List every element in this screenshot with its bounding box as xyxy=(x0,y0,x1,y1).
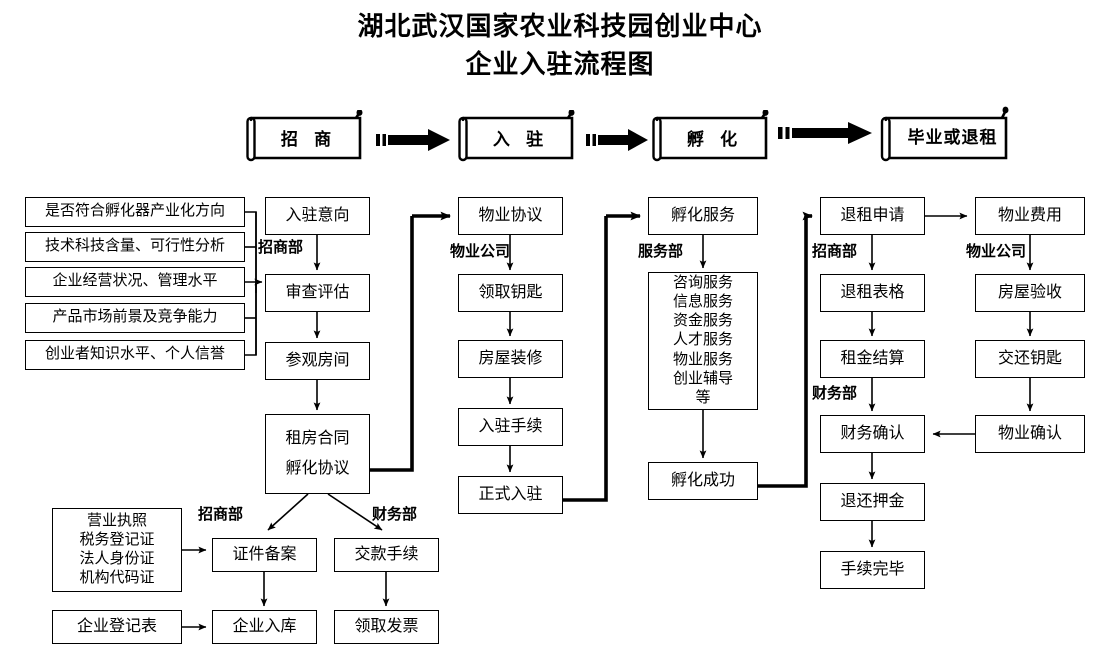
dept-label-service: 服务部 xyxy=(638,243,684,260)
service-item-3: 资金服务 xyxy=(672,313,733,330)
service-item-6: 创业辅导 xyxy=(672,370,733,387)
step-property-fee[interactable]: 物业费用 xyxy=(975,197,1085,235)
service-item-1: 咨询服务 xyxy=(672,274,733,291)
document-item-3: 法人身份证 xyxy=(79,551,155,567)
step-formalities-complete[interactable]: 手续完毕 xyxy=(820,551,925,589)
criteria-box-3[interactable]: 企业经营状况、管理水平 xyxy=(25,267,245,297)
step-visit-room[interactable]: 参观房间 xyxy=(265,342,370,380)
document-item-1: 营业执照 xyxy=(86,512,147,529)
incubation-services-list[interactable]: 咨询服务 信息服务 资金服务 人才服务 物业服务 创业辅导 等 xyxy=(648,272,758,410)
service-item-7: 等 xyxy=(695,389,711,406)
step-deposit-refund[interactable]: 退还押金 xyxy=(820,483,925,521)
dept-label-recruit-1: 招商部 xyxy=(258,239,304,256)
phase-banner-graduate[interactable]: 毕业或退租 xyxy=(876,106,1016,164)
step-enterprise-database[interactable]: 企业入库 xyxy=(212,610,317,644)
dept-label-finance-1: 财务部 xyxy=(812,385,858,402)
dept-label-property-2: 物业公司 xyxy=(966,243,1027,260)
dept-label-finance-2: 财务部 xyxy=(372,506,418,523)
step-payment-procedure[interactable]: 交款手续 xyxy=(334,538,439,572)
service-item-4: 人才服务 xyxy=(672,332,733,349)
step-entry-intent[interactable]: 入驻意向 xyxy=(265,197,370,235)
phase-banner-movein[interactable]: 入 驻 xyxy=(454,110,582,164)
criteria-box-1[interactable]: 是否符合孵化器产业化方向 xyxy=(25,197,245,227)
step-collect-invoice[interactable]: 领取发票 xyxy=(334,610,439,644)
service-item-2: 信息服务 xyxy=(672,294,733,311)
step-incubation-success[interactable]: 孵化成功 xyxy=(648,462,758,500)
dept-label-recruit-3: 招商部 xyxy=(198,506,244,523)
step-property-agreement[interactable]: 物业协议 xyxy=(458,197,563,235)
service-item-5: 物业服务 xyxy=(672,351,733,368)
step-property-confirm[interactable]: 物业确认 xyxy=(975,415,1085,453)
step-lease-and-incubation-agreement[interactable]: 租房合同 孵化协议 xyxy=(265,414,370,494)
criteria-box-4[interactable]: 产品市场前景及竞争能力 xyxy=(25,303,245,333)
dept-label-property-1: 物业公司 xyxy=(450,243,511,260)
step-moveout-application[interactable]: 退租申请 xyxy=(820,197,925,235)
phase-banner-recruit[interactable]: 招 商 xyxy=(242,110,370,164)
criteria-box-5[interactable]: 创业者知识水平、个人信誉 xyxy=(25,340,245,370)
dept-label-recruit-2: 招商部 xyxy=(812,243,858,260)
step-renovation[interactable]: 房屋装修 xyxy=(458,340,563,378)
criteria-box-2[interactable]: 技术科技含量、可行性分析 xyxy=(25,232,245,262)
step-review-assess[interactable]: 审查评估 xyxy=(265,274,370,312)
page-title-line2: 企业入驻流程图 xyxy=(465,50,655,79)
step-collect-keys[interactable]: 领取钥匙 xyxy=(458,274,563,312)
document-item-2: 税务登记证 xyxy=(79,531,155,548)
step-official-movein[interactable]: 正式入驻 xyxy=(458,476,563,514)
enterprise-registration-form[interactable]: 企业登记表 xyxy=(52,610,182,644)
phase-arrow-3-icon xyxy=(778,120,874,146)
step-document-filing[interactable]: 证件备案 xyxy=(212,538,317,572)
phase-arrow-1-icon xyxy=(376,127,452,153)
step-rent-settlement[interactable]: 租金结算 xyxy=(820,340,925,378)
step-return-keys[interactable]: 交还钥匙 xyxy=(975,340,1085,378)
phase-banner-incubate[interactable]: 孵 化 xyxy=(648,110,776,164)
page-title-line1: 湖北武汉国家农业科技园创业中心 xyxy=(357,12,763,41)
step-incubation-service[interactable]: 孵化服务 xyxy=(648,197,758,235)
phase-arrow-2-icon xyxy=(586,127,650,153)
step-moveout-form[interactable]: 退租表格 xyxy=(820,274,925,312)
step-house-inspection[interactable]: 房屋验收 xyxy=(975,274,1085,312)
required-documents-list[interactable]: 营业执照 税务登记证 法人身份证 机构代码证 xyxy=(52,508,182,592)
step-finance-confirm[interactable]: 财务确认 xyxy=(820,415,925,453)
incubation-agreement-label: 孵化协议 xyxy=(285,459,350,477)
document-item-4: 机构代码证 xyxy=(79,570,155,587)
lease-contract-label: 租房合同 xyxy=(285,430,350,448)
step-movein-formalities[interactable]: 入驻手续 xyxy=(458,408,563,446)
